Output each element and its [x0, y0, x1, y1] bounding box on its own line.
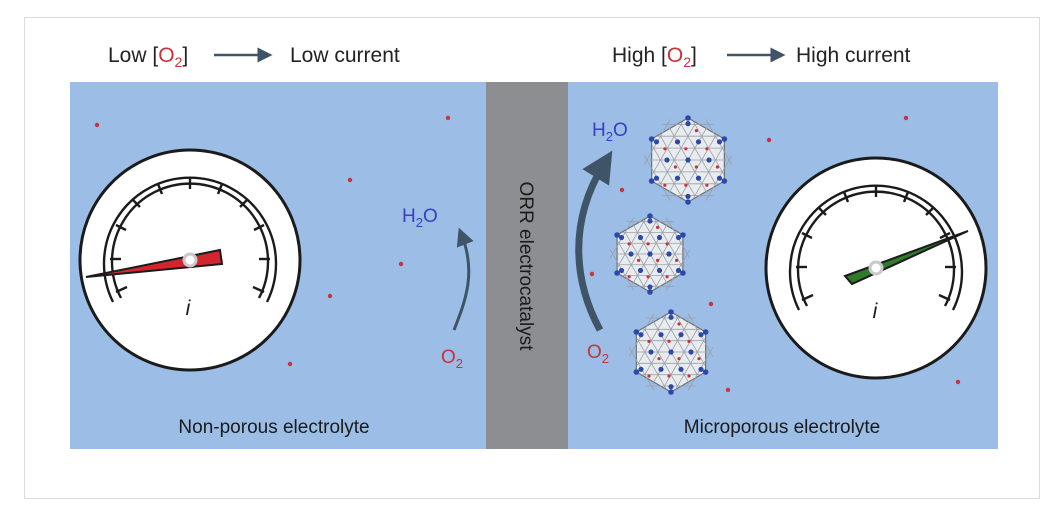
right-product-h: H: [592, 120, 606, 141]
header-right-result: High current: [796, 44, 911, 67]
header-right-species: O: [667, 44, 683, 67]
oxygen-dot-icon: [94, 122, 100, 128]
left-product-tail: O: [423, 206, 438, 227]
header-left-species-sub: 2: [175, 54, 183, 70]
right-reactant-o: O: [587, 342, 602, 363]
porous-crystal-icon: [643, 115, 733, 205]
header-left-species: O: [158, 44, 174, 67]
porous-crystal-icon: [628, 309, 714, 395]
svg-text:Low [O2]: Low [O2]: [108, 44, 188, 70]
header-right-prefix: High [: [612, 44, 667, 67]
oxygen-dot-icon: [766, 137, 772, 143]
header-left: Low [O2] Low current: [108, 44, 400, 70]
left-gauge-icon: i: [78, 148, 302, 372]
header-right: High [O2] High current: [612, 44, 911, 70]
left-panel-label: Non-porous electrolyte: [178, 417, 369, 438]
porous-crystal-icon: [609, 213, 691, 295]
header-left-suffix: ]: [182, 44, 188, 67]
right-gauge-icon: i: [764, 156, 988, 380]
oxygen-dots-right: [589, 115, 961, 393]
right-curved-arrow-icon: [575, 150, 613, 332]
oxygen-dot-icon: [287, 361, 293, 367]
oxygen-dot-icon: [903, 115, 909, 121]
left-reactant-o: O: [441, 347, 456, 368]
catalyst-label: ORR electrocatalyst: [515, 182, 536, 352]
catalyst-column: [486, 82, 568, 449]
oxygen-dots-left: [94, 115, 451, 367]
right-product-tail: O: [613, 120, 628, 141]
oxygen-dot-icon: [955, 379, 961, 385]
header-right-suffix: ]: [691, 44, 697, 67]
left-product-h: H: [402, 206, 416, 227]
oxygen-dot-icon: [589, 271, 595, 277]
oxygen-dot-icon: [445, 115, 451, 121]
header-left-result: Low current: [290, 44, 400, 67]
oxygen-dot-icon: [725, 387, 731, 393]
oxygen-dot-icon: [708, 301, 714, 307]
right-panel-label: Microporous electrolyte: [684, 417, 880, 438]
right-product-label: H2O: [592, 120, 628, 144]
left-curved-arrow-icon: [452, 227, 474, 331]
right-gauge-symbol: i: [873, 300, 879, 323]
svg-text:High [O2]: High [O2]: [612, 44, 697, 70]
oxygen-dot-icon: [327, 293, 333, 299]
oxygen-dot-icon: [619, 187, 625, 193]
header-left-prefix: Low [: [108, 44, 158, 67]
left-product-label: H2O: [402, 206, 438, 230]
header-right-species-sub: 2: [683, 54, 691, 70]
left-gauge-symbol: i: [186, 297, 192, 320]
left-reactant-sub: 2: [456, 356, 463, 371]
right-reactant-label: O2: [587, 342, 609, 366]
right-product-sub: 2: [606, 129, 613, 144]
left-product-sub: 2: [416, 215, 423, 230]
left-reactant-label: O2: [441, 347, 463, 371]
oxygen-dot-icon: [398, 261, 404, 267]
right-reactant-sub: 2: [602, 351, 609, 366]
oxygen-dot-icon: [347, 177, 353, 183]
